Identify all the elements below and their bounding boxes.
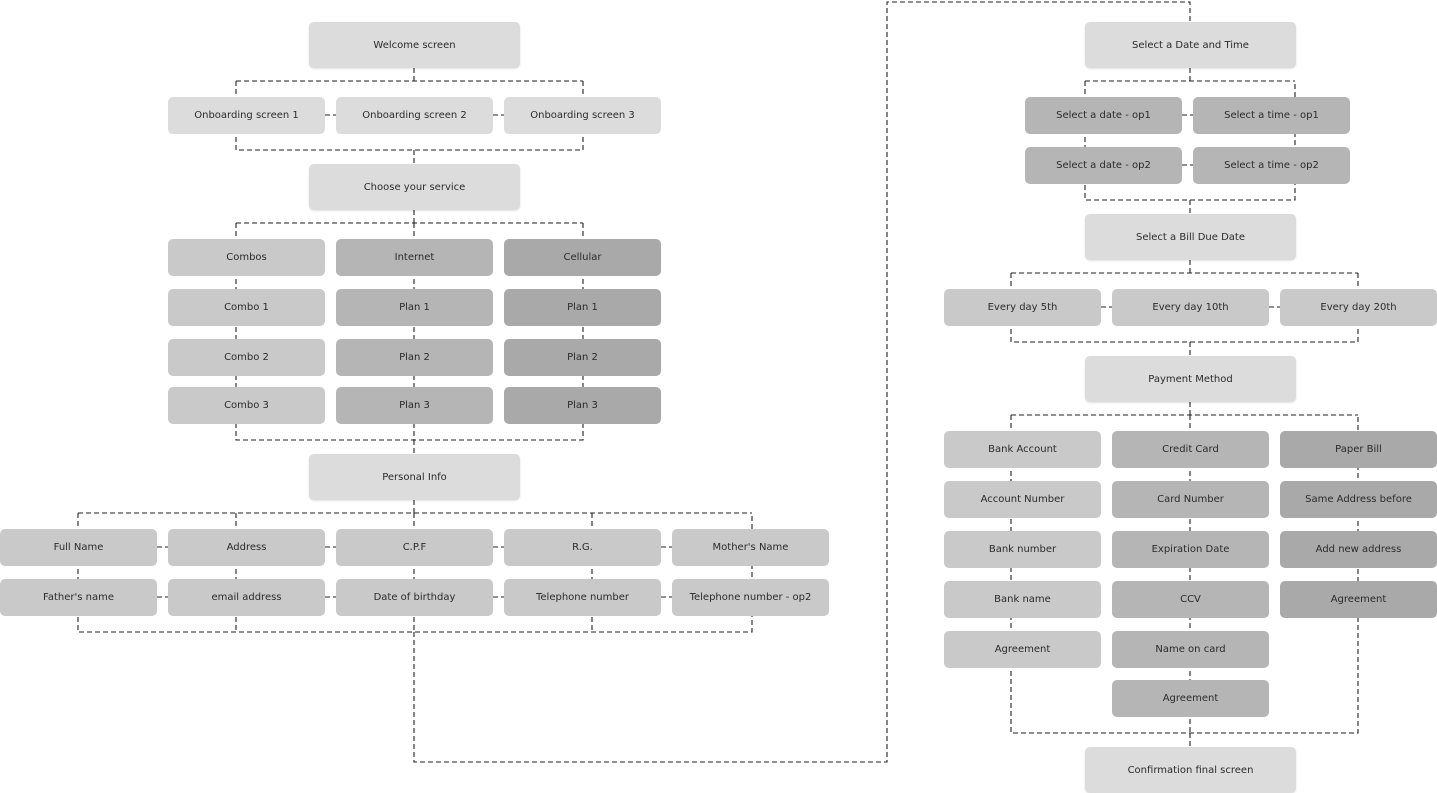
node-welcome-screen: Welcome screen xyxy=(309,22,520,68)
node-bank-account: Bank Account xyxy=(944,431,1101,468)
node-credit-agreement: Agreement xyxy=(1112,680,1269,717)
node-combo-3: Combo 3 xyxy=(168,387,325,424)
node-onboarding-3: Onboarding screen 3 xyxy=(504,97,661,134)
connector-line xyxy=(235,223,584,441)
node-fathers-name: Father's name xyxy=(0,579,157,616)
node-add-new-address: Add new address xyxy=(1280,531,1437,568)
node-payment-method: Payment Method xyxy=(1085,356,1296,402)
node-address: Address xyxy=(168,529,325,566)
node-telephone-number-op2: Telephone number - op2 xyxy=(672,579,829,616)
node-select-time-op2: Select a time - op2 xyxy=(1193,147,1350,184)
node-personal-info: Personal Info xyxy=(309,454,520,500)
node-onboarding-2: Onboarding screen 2 xyxy=(336,97,493,134)
node-telephone-number: Telephone number xyxy=(504,579,661,616)
node-email-address: email address xyxy=(168,579,325,616)
node-same-address-before: Same Address before xyxy=(1280,481,1437,518)
node-select-bill-due-date: Select a Bill Due Date xyxy=(1085,214,1296,260)
node-account-number: Account Number xyxy=(944,481,1101,518)
node-onboarding-1: Onboarding screen 1 xyxy=(168,97,325,134)
node-confirmation-final-screen: Confirmation final screen xyxy=(1085,747,1296,793)
node-internet-plan-1: Plan 1 xyxy=(336,289,493,326)
node-cellular-plan-1: Plan 1 xyxy=(504,289,661,326)
connector-line xyxy=(77,513,753,633)
node-full-name: Full Name xyxy=(0,529,157,566)
node-combo-1: Combo 1 xyxy=(168,289,325,326)
node-cellular-plan-3: Plan 3 xyxy=(504,387,661,424)
node-name-on-card: Name on card xyxy=(1112,631,1269,668)
node-bank-number: Bank number xyxy=(944,531,1101,568)
node-cellular-plan-2: Plan 2 xyxy=(504,339,661,376)
node-internet: Internet xyxy=(336,239,493,276)
node-mothers-name: Mother's Name xyxy=(672,529,829,566)
node-every-day-5th: Every day 5th xyxy=(944,289,1101,326)
node-bank-agreement: Agreement xyxy=(944,631,1101,668)
node-select-date-time: Select a Date and Time xyxy=(1085,22,1296,68)
node-select-date-op1: Select a date - op1 xyxy=(1025,97,1182,134)
node-rg: R.G. xyxy=(504,529,661,566)
node-internet-plan-2: Plan 2 xyxy=(336,339,493,376)
node-choose-service: Choose your service xyxy=(309,164,520,210)
node-paper-agreement: Agreement xyxy=(1280,581,1437,618)
node-select-date-op2: Select a date - op2 xyxy=(1025,147,1182,184)
node-cellular: Cellular xyxy=(504,239,661,276)
node-bank-name: Bank name xyxy=(944,581,1101,618)
node-paper-bill: Paper Bill xyxy=(1280,431,1437,468)
node-select-time-op1: Select a time - op1 xyxy=(1193,97,1350,134)
node-credit-card: Credit Card xyxy=(1112,431,1269,468)
node-expiration-date: Expiration Date xyxy=(1112,531,1269,568)
node-ccv: CCV xyxy=(1112,581,1269,618)
node-every-day-20th: Every day 20th xyxy=(1280,289,1437,326)
node-every-day-10th: Every day 10th xyxy=(1112,289,1269,326)
node-combo-2: Combo 2 xyxy=(168,339,325,376)
node-internet-plan-3: Plan 3 xyxy=(336,387,493,424)
node-date-of-birthday: Date of birthday xyxy=(336,579,493,616)
node-card-number: Card Number xyxy=(1112,481,1269,518)
connector-line xyxy=(413,1,1191,763)
connector-line xyxy=(1010,415,1359,734)
node-combos: Combos xyxy=(168,239,325,276)
node-cpf: C.P.F xyxy=(336,529,493,566)
